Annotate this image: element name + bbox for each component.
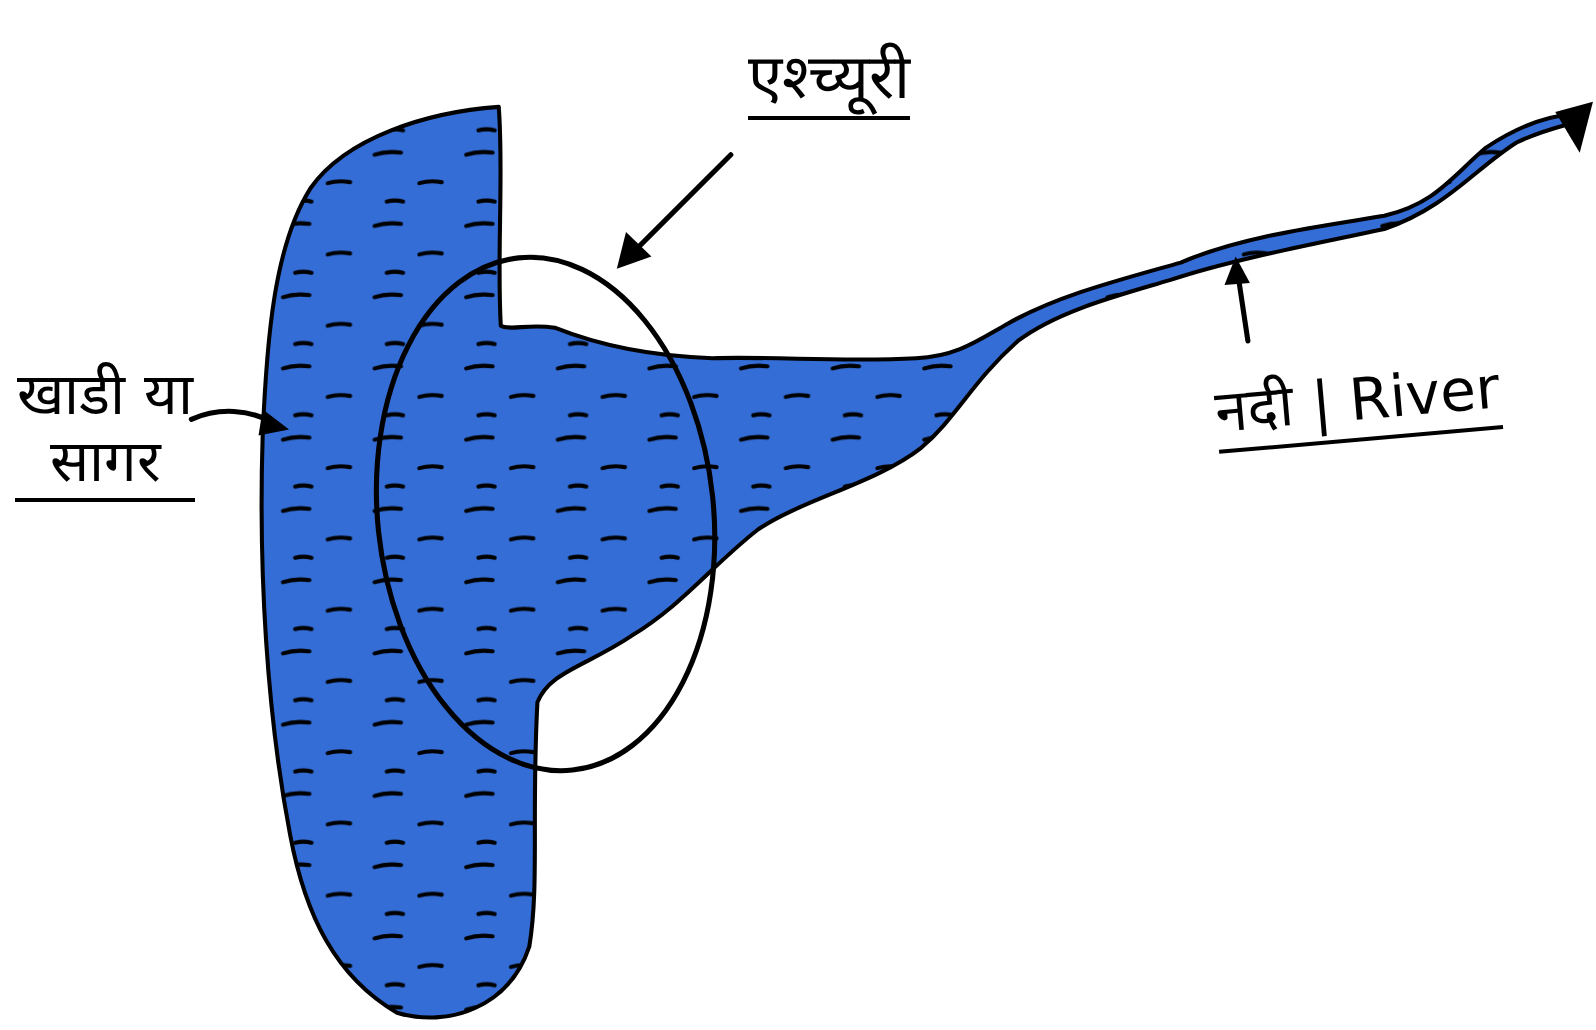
river-flow-arrowhead — [1555, 102, 1593, 153]
sea-leader-head — [259, 409, 290, 435]
sea-label: खाडी या सागर — [15, 361, 195, 502]
river-label: नदी | River — [1213, 354, 1503, 453]
estuary-label: एश्च्यूरी — [748, 41, 910, 120]
water-body — [262, 107, 1576, 1018]
water-ripples — [262, 107, 1576, 1018]
river-leader-head — [1224, 256, 1249, 284]
estuary-leader-head — [617, 232, 652, 269]
estuary-ring — [352, 240, 740, 787]
